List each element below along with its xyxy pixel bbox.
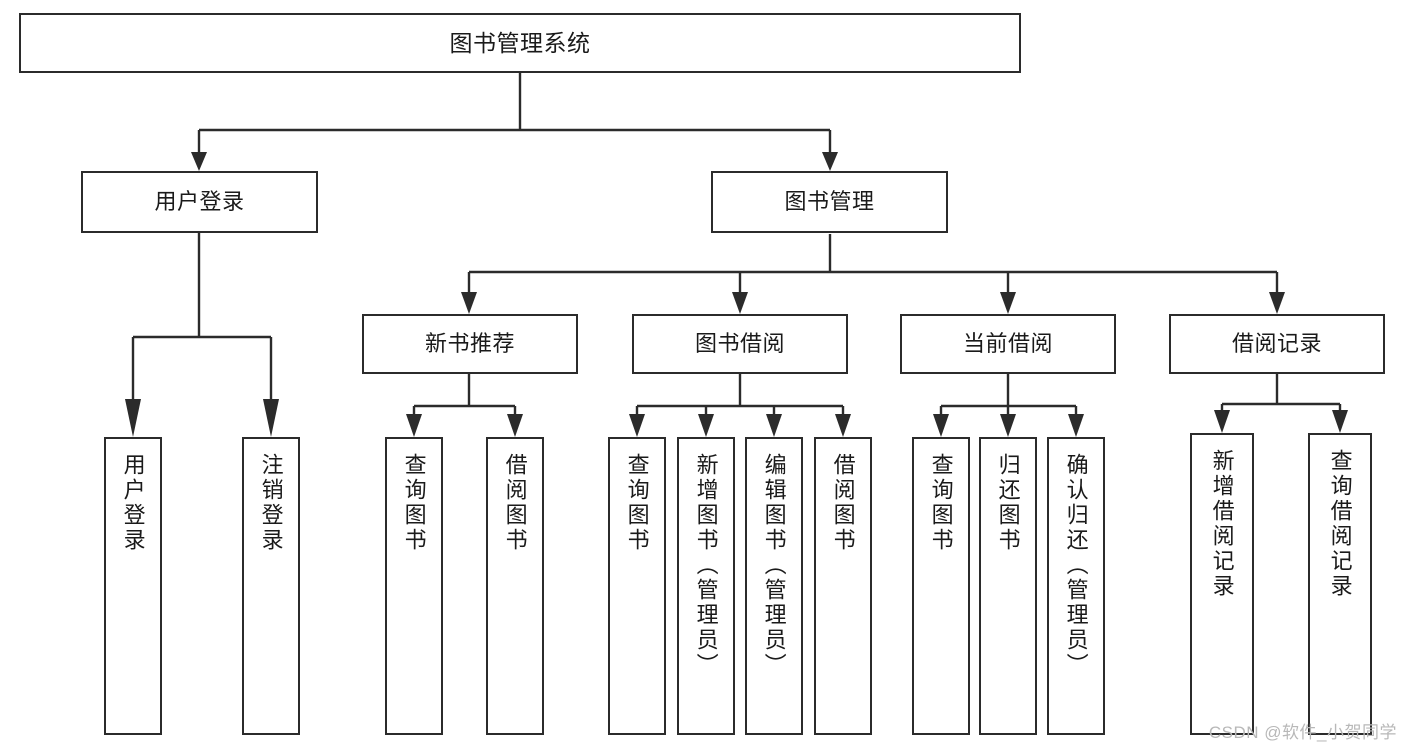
watermark: CSDN @软件_小贺同学: [1208, 723, 1397, 742]
leaf-add-book-label: 新增图书（管理员）: [693, 453, 719, 678]
arrow-bb-leaf3: [766, 414, 782, 437]
leaf-borrow-book-2[interactable]: 借阅图书: [814, 437, 872, 735]
node-book-management[interactable]: 图书管理: [711, 171, 948, 233]
arrow-to-borrow-record: [1269, 292, 1285, 314]
node-book-management-label: 图书管理: [784, 189, 875, 215]
arrow-cb-leaf1: [933, 414, 949, 437]
arrow-cb-leaf3: [1068, 414, 1084, 437]
leaf-edit-book-label: 编辑图书（管理员）: [761, 453, 787, 678]
arrow-br-leaf1: [1214, 410, 1230, 433]
leaf-query-book-3-label: 查询图书: [928, 453, 954, 553]
leaf-edit-book[interactable]: 编辑图书（管理员）: [745, 437, 803, 735]
leaf-user-login[interactable]: 用户登录: [104, 437, 162, 735]
arrow-nb-leaf2: [507, 414, 523, 437]
leaf-logout-login-label: 注销登录: [258, 453, 284, 553]
leaf-query-book-1-label: 查询图书: [401, 453, 427, 553]
arrow-cb-leaf2: [1000, 414, 1016, 437]
arrow-to-book-management: [822, 152, 838, 171]
leaf-add-book[interactable]: 新增图书（管理员）: [677, 437, 735, 735]
leaf-query-book-1[interactable]: 查询图书: [385, 437, 443, 735]
arrow-bb-leaf4: [835, 414, 851, 437]
arrow-to-current-borrow: [1000, 292, 1016, 314]
node-user-login[interactable]: 用户登录: [81, 171, 318, 233]
arrow-bb-leaf1: [629, 414, 645, 437]
node-book-borrow-label: 图书借阅: [694, 331, 785, 357]
arrow-to-new-book-recommend: [461, 292, 477, 314]
leaf-return-book-label: 归还图书: [995, 453, 1021, 553]
node-current-borrow[interactable]: 当前借阅: [900, 314, 1116, 374]
leaf-return-book[interactable]: 归还图书: [979, 437, 1037, 735]
leaf-query-book-2-label: 查询图书: [624, 453, 650, 553]
node-root[interactable]: 图书管理系统: [19, 13, 1021, 73]
leaf-add-borrow-record[interactable]: 新增借阅记录: [1190, 433, 1254, 735]
leaf-query-book-2[interactable]: 查询图书: [608, 437, 666, 735]
arrow-to-leaf-user-login: [125, 399, 141, 437]
arrow-to-user-login: [191, 152, 207, 171]
leaf-query-borrow-record-label: 查询借阅记录: [1327, 449, 1353, 599]
arrow-to-leaf-logout-login: [263, 399, 279, 437]
node-borrow-record-label: 借阅记录: [1231, 331, 1322, 357]
leaf-add-borrow-record-label: 新增借阅记录: [1209, 449, 1235, 599]
arrow-to-book-borrow: [732, 292, 748, 314]
leaf-confirm-return-label: 确认归还（管理员）: [1063, 453, 1089, 678]
leaf-logout-login[interactable]: 注销登录: [242, 437, 300, 735]
leaf-borrow-book-2-label: 借阅图书: [830, 453, 856, 553]
node-book-borrow[interactable]: 图书借阅: [632, 314, 848, 374]
leaf-borrow-book-1-label: 借阅图书: [502, 453, 528, 553]
leaf-user-login-label: 用户登录: [120, 453, 146, 553]
arrow-bb-leaf2: [698, 414, 714, 437]
node-new-book-recommend[interactable]: 新书推荐: [362, 314, 578, 374]
arrow-br-leaf2: [1332, 410, 1348, 433]
leaf-query-book-3[interactable]: 查询图书: [912, 437, 970, 735]
leaf-confirm-return[interactable]: 确认归还（管理员）: [1047, 437, 1105, 735]
arrow-nb-leaf1: [406, 414, 422, 437]
node-current-borrow-label: 当前借阅: [962, 331, 1053, 357]
leaf-borrow-book-1[interactable]: 借阅图书: [486, 437, 544, 735]
leaf-query-borrow-record[interactable]: 查询借阅记录: [1308, 433, 1372, 735]
node-user-login-label: 用户登录: [154, 189, 245, 215]
node-borrow-record[interactable]: 借阅记录: [1169, 314, 1385, 374]
node-new-book-recommend-label: 新书推荐: [424, 331, 515, 357]
node-root-label: 图书管理系统: [449, 29, 591, 56]
